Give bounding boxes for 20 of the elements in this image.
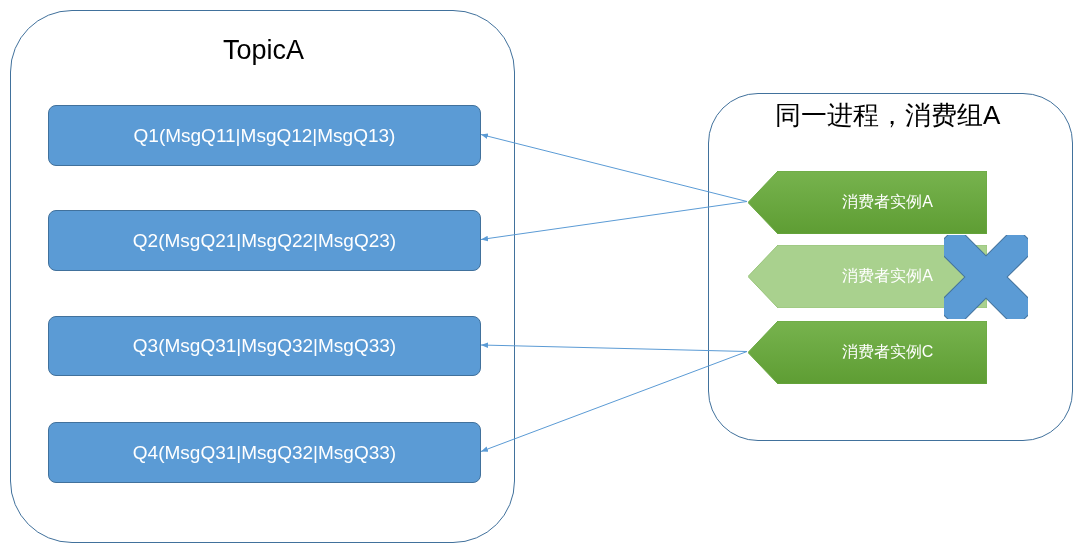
queue-label: Q4(MsgQ31|MsgQ32|MsgQ33) — [132, 441, 397, 464]
topic-container — [10, 10, 515, 543]
queue-label: Q3(MsgQ31|MsgQ32|MsgQ33) — [132, 335, 397, 357]
queue-box — [48, 105, 481, 166]
queue-box — [48, 210, 481, 271]
queue-box — [48, 316, 481, 376]
group-title: TopicA — [221, 34, 305, 67]
arrow — [480, 133, 748, 202]
arrow — [480, 351, 748, 452]
consumer-pentagon — [748, 321, 987, 384]
group-title: 同一进程，消费组A — [775, 99, 1002, 132]
queue-label: Q1(MsgQ11|MsgQ12|MsgQ13) — [133, 124, 396, 147]
consumer-label: 消费者实例A — [841, 266, 933, 286]
queue-box — [48, 422, 481, 483]
arrow — [480, 342, 748, 352]
queue-label: Q2(MsgQ21|MsgQ22|MsgQ23) — [132, 229, 397, 252]
arrow — [480, 201, 748, 242]
consumer-label: 消费者实例C — [840, 342, 934, 362]
consumer-label: 消费者实例A — [841, 192, 933, 212]
consumer-pentagon — [748, 171, 987, 234]
